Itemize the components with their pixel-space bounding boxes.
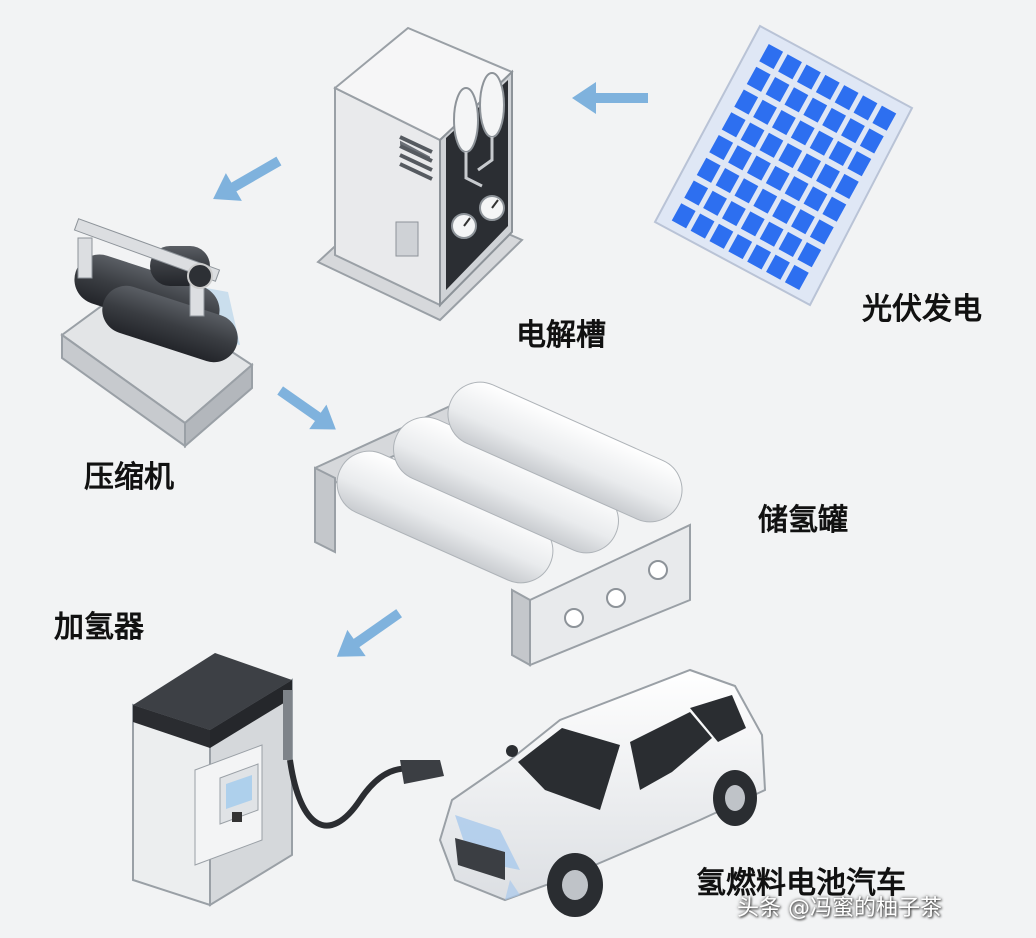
hydrogen-dispenser-icon [132,653,444,907]
solar-cell [671,203,696,229]
solar-cell [790,120,815,146]
solar-cell [784,176,809,202]
watermark: 头条 @冯蜜的柚子茶 [737,896,942,921]
hydrogen-dispenser-label: 加氢器 [54,610,144,645]
flow-arrows [213,82,648,657]
hydrogen-tank-label: 储氢罐 [758,503,848,538]
solar-cell [696,157,721,183]
electrolyzer-label: 电解槽 [516,318,606,353]
solar-cell [778,54,802,80]
solar-cell [816,163,840,189]
solar-cell [784,87,809,113]
solar-cell [759,43,784,70]
solar-cell [765,77,790,103]
fuel-cell-car-label: 氢燃料电池汽车 [696,866,906,901]
solar-cell [771,110,796,136]
solar-cell [740,122,765,148]
flow-arrow-icon [213,156,282,201]
solar-cell [778,143,803,169]
solar-cell [728,234,753,260]
solar-cell [759,132,784,158]
solar-cell [797,242,822,268]
solar-cell [809,130,834,156]
solar-cell [734,178,759,204]
solar-cell [803,97,828,123]
solar-cell [772,198,797,224]
solar-cell [747,244,772,270]
solar-cell [853,95,878,121]
solar-cell [740,211,765,237]
solar-cell [753,188,778,214]
solar-cell [765,165,790,191]
electrolyzer-icon [316,26,524,322]
fuel-cell-car-icon [438,668,767,917]
solar-cell [784,264,809,291]
solar-power-label: 光伏发电 [862,292,982,327]
solar-cell [815,74,840,100]
solar-cell [759,221,784,247]
flow-arrow-icon [336,609,402,657]
solar-cell [803,186,828,212]
hydrogen-tank-icon [314,381,691,667]
solar-cell [703,190,727,216]
solar-cell [841,118,865,144]
solar-cell [872,105,897,131]
solar-cell [834,85,859,111]
solar-cell [809,219,834,245]
solar-cell [734,89,759,115]
solar-cell [753,99,777,125]
solar-cell [791,209,815,235]
solar-cell [828,140,853,166]
solar-cell [728,145,752,171]
compressor-icon [60,218,254,449]
solar-cell [684,180,709,206]
solar-cell [746,155,771,181]
solar-cell [709,134,734,161]
solar-cell [778,231,803,257]
solar-cell [746,66,771,92]
solar-cell [709,223,734,249]
solar-cell [797,153,822,179]
solar-cell [796,64,821,90]
solar-cell [834,173,859,200]
solar-cell [715,168,740,194]
solar-cell [859,128,884,154]
flow-arrow-icon [277,386,336,430]
compressor-label: 压缩机 [84,460,174,495]
solar-cell [721,201,746,227]
solar-cell [847,151,872,177]
solar-cell [690,213,715,239]
solar-panel-icon [653,24,914,307]
solar-cell [766,254,790,280]
solar-cell [822,196,847,222]
solar-cell [721,112,746,138]
solar-cell [822,107,847,133]
flow-arrow-icon [572,82,648,114]
